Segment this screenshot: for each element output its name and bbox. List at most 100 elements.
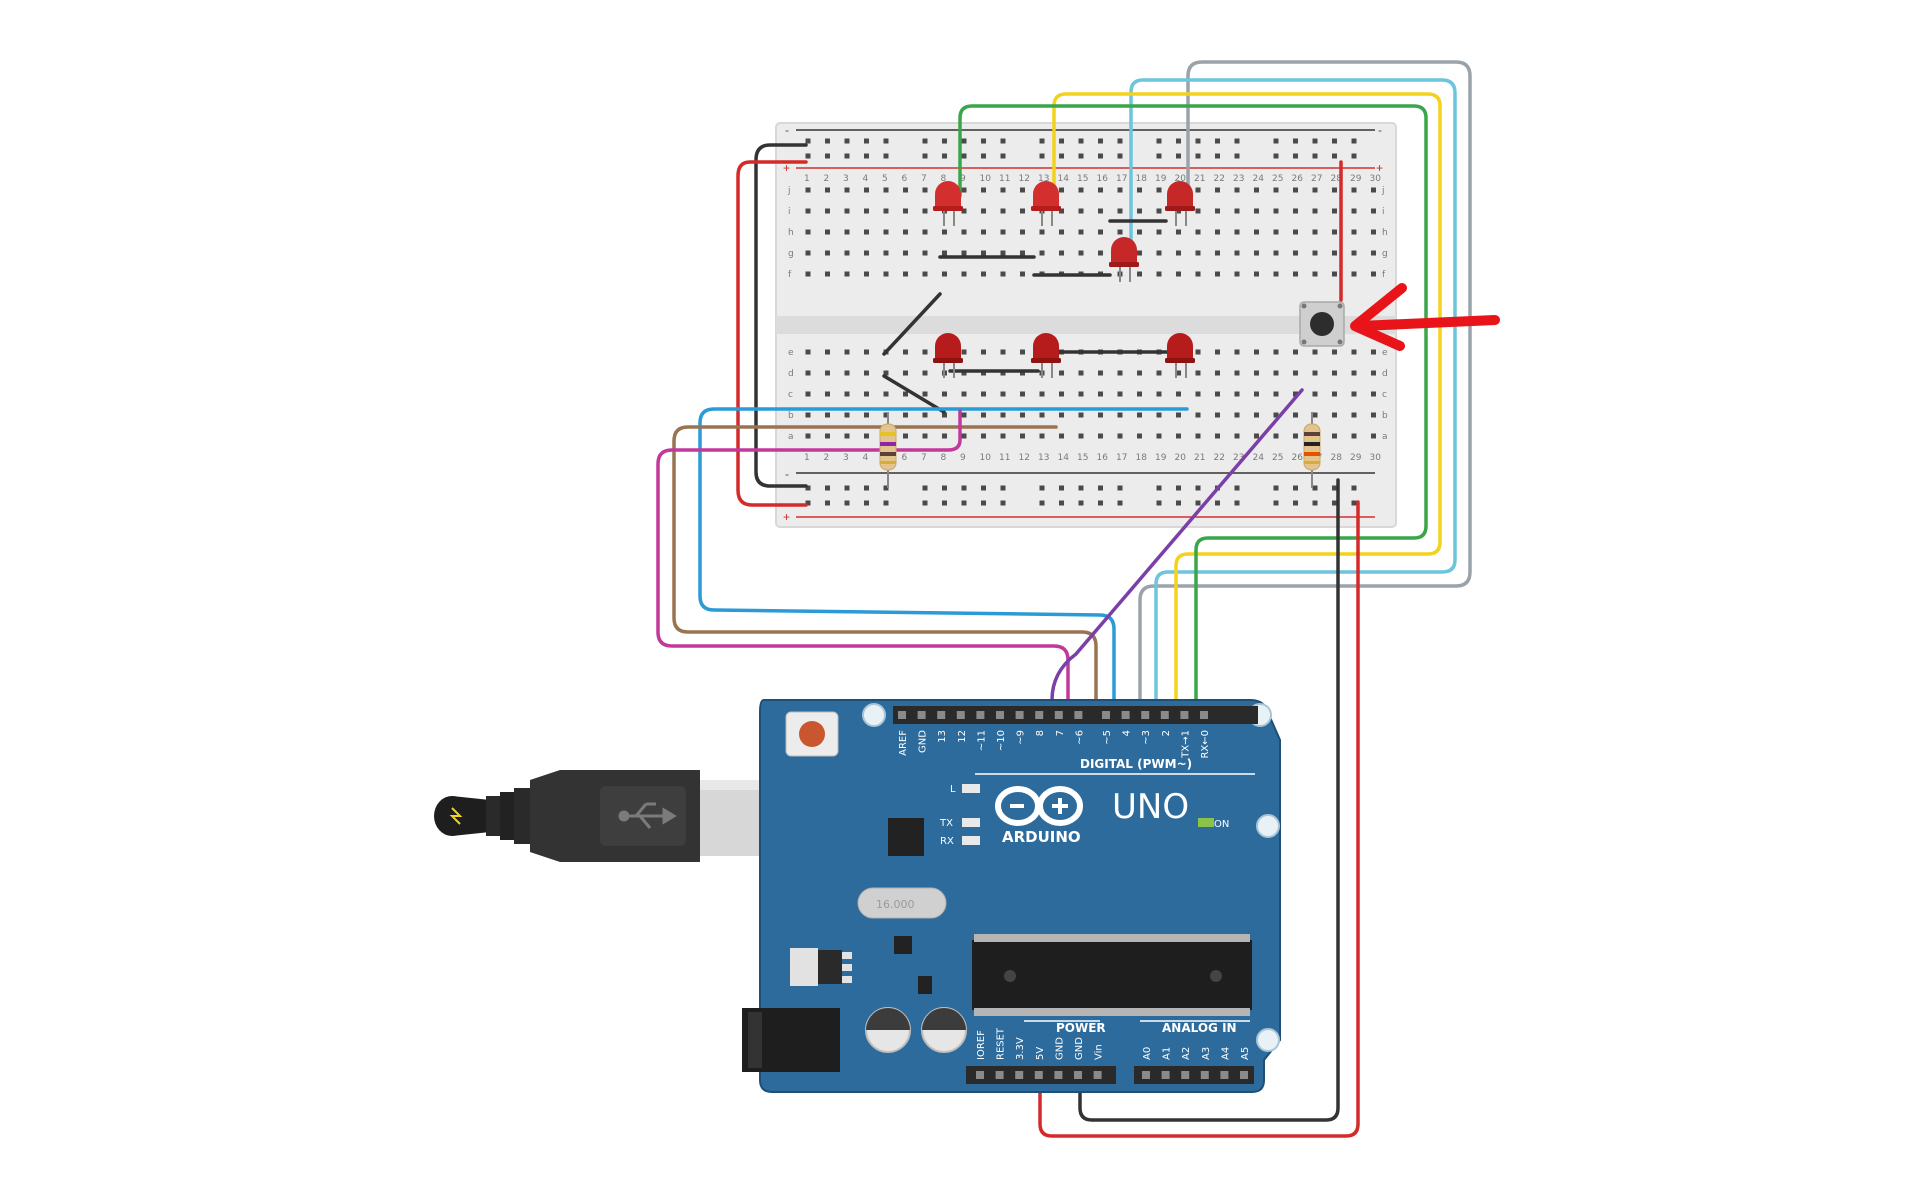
breadboard-hole[interactable] bbox=[903, 412, 908, 418]
breadboard-hole[interactable] bbox=[1371, 370, 1376, 376]
breadboard-hole[interactable] bbox=[1234, 229, 1240, 235]
breadboard-hole[interactable] bbox=[1000, 208, 1006, 214]
breadboard-hole[interactable] bbox=[961, 187, 967, 193]
rail-hole[interactable] bbox=[1117, 153, 1123, 159]
breadboard-hole[interactable] bbox=[844, 208, 850, 214]
breadboard-hole[interactable] bbox=[1215, 229, 1220, 235]
breadboard-hole[interactable] bbox=[1312, 391, 1318, 397]
breadboard-hole[interactable] bbox=[942, 391, 947, 397]
breadboard-hole[interactable] bbox=[1371, 250, 1376, 256]
rail-hole[interactable] bbox=[942, 153, 947, 159]
breadboard-hole[interactable] bbox=[1273, 433, 1279, 439]
breadboard-hole[interactable] bbox=[1312, 349, 1318, 355]
breadboard-hole[interactable] bbox=[981, 250, 986, 256]
breadboard-hole[interactable] bbox=[1117, 187, 1123, 193]
breadboard-hole[interactable] bbox=[1273, 271, 1279, 277]
breadboard-hole[interactable] bbox=[1332, 208, 1337, 214]
breadboard-hole[interactable] bbox=[1059, 250, 1064, 256]
rail-hole[interactable] bbox=[1312, 485, 1318, 491]
breadboard-hole[interactable] bbox=[1273, 370, 1279, 376]
breadboard-hole[interactable] bbox=[1156, 433, 1162, 439]
breadboard-hole[interactable] bbox=[1254, 187, 1259, 193]
digital-pin[interactable] bbox=[898, 711, 906, 719]
digital-pin[interactable] bbox=[1054, 711, 1063, 719]
breadboard-hole[interactable] bbox=[1137, 229, 1142, 235]
analog-pin[interactable] bbox=[1142, 1071, 1150, 1079]
breadboard-hole[interactable] bbox=[1371, 187, 1376, 193]
breadboard-hole[interactable] bbox=[903, 208, 908, 214]
rail-hole[interactable] bbox=[1176, 500, 1181, 506]
rail-hole[interactable] bbox=[844, 138, 850, 144]
breadboard-hole[interactable] bbox=[805, 229, 811, 235]
breadboard-hole[interactable] bbox=[1195, 208, 1201, 214]
led-7[interactable] bbox=[1165, 333, 1195, 378]
breadboard-hole[interactable] bbox=[883, 208, 889, 214]
breadboard-hole[interactable] bbox=[883, 271, 889, 277]
rail-hole[interactable] bbox=[922, 138, 928, 144]
breadboard-hole[interactable] bbox=[825, 349, 830, 355]
breadboard-hole[interactable] bbox=[1312, 187, 1318, 193]
breadboard-hole[interactable] bbox=[864, 208, 869, 214]
breadboard-hole[interactable] bbox=[864, 229, 869, 235]
rail-hole[interactable] bbox=[1098, 500, 1103, 506]
breadboard-hole[interactable] bbox=[883, 250, 889, 256]
analog-pin[interactable] bbox=[1240, 1071, 1248, 1079]
breadboard-hole[interactable] bbox=[1215, 391, 1220, 397]
breadboard-hole[interactable] bbox=[1078, 229, 1084, 235]
breadboard-hole[interactable] bbox=[883, 370, 889, 376]
rail-hole[interactable] bbox=[1078, 485, 1084, 491]
breadboard-hole[interactable] bbox=[1000, 271, 1006, 277]
breadboard-hole[interactable] bbox=[1117, 370, 1123, 376]
rail-hole[interactable] bbox=[864, 500, 869, 506]
breadboard-hole[interactable] bbox=[1156, 229, 1162, 235]
breadboard-hole[interactable] bbox=[1098, 412, 1103, 418]
breadboard-hole[interactable] bbox=[1332, 391, 1337, 397]
digital-pin[interactable] bbox=[1141, 711, 1150, 719]
breadboard-hole[interactable] bbox=[922, 208, 928, 214]
breadboard-hole[interactable] bbox=[825, 208, 830, 214]
rail-hole[interactable] bbox=[1098, 138, 1103, 144]
rail-hole[interactable] bbox=[1000, 500, 1006, 506]
digital-pin[interactable] bbox=[1121, 711, 1130, 719]
rail-hole[interactable] bbox=[1293, 153, 1298, 159]
breadboard-hole[interactable] bbox=[922, 349, 928, 355]
breadboard-hole[interactable] bbox=[1332, 187, 1337, 193]
breadboard-hole[interactable] bbox=[1351, 391, 1357, 397]
breadboard-hole[interactable] bbox=[1059, 208, 1064, 214]
digital-pin[interactable] bbox=[1015, 711, 1024, 719]
rail-hole[interactable] bbox=[981, 485, 986, 491]
breadboard-hole[interactable] bbox=[903, 349, 908, 355]
breadboard-hole[interactable] bbox=[1137, 187, 1142, 193]
rail-hole[interactable] bbox=[1156, 153, 1162, 159]
breadboard-hole[interactable] bbox=[805, 370, 811, 376]
breadboard-hole[interactable] bbox=[1215, 208, 1220, 214]
rail-hole[interactable] bbox=[1195, 500, 1201, 506]
breadboard-hole[interactable] bbox=[1137, 370, 1142, 376]
rail-hole[interactable] bbox=[1195, 153, 1201, 159]
breadboard-hole[interactable] bbox=[864, 412, 869, 418]
rail-hole[interactable] bbox=[844, 153, 850, 159]
breadboard-hole[interactable] bbox=[1312, 229, 1318, 235]
breadboard-hole[interactable] bbox=[844, 187, 850, 193]
wire-red-power[interactable] bbox=[1038, 500, 1360, 1138]
breadboard-hole[interactable] bbox=[1293, 433, 1298, 439]
breadboard-hole[interactable] bbox=[903, 391, 908, 397]
rail-hole[interactable] bbox=[1176, 138, 1181, 144]
led-1[interactable] bbox=[933, 181, 963, 226]
rail-hole[interactable] bbox=[1098, 153, 1103, 159]
rail-hole[interactable] bbox=[942, 138, 947, 144]
digital-pin[interactable] bbox=[1200, 711, 1208, 719]
breadboard-hole[interactable] bbox=[1195, 433, 1201, 439]
rail-hole[interactable] bbox=[1234, 500, 1240, 506]
breadboard-hole[interactable] bbox=[1117, 412, 1123, 418]
rail-hole[interactable] bbox=[961, 485, 967, 491]
reset-button[interactable] bbox=[785, 711, 839, 757]
breadboard-hole[interactable] bbox=[1312, 271, 1318, 277]
breadboard-hole[interactable] bbox=[1332, 433, 1337, 439]
rail-hole[interactable] bbox=[805, 138, 811, 144]
wire-blue[interactable] bbox=[698, 407, 1189, 712]
breadboard-hole[interactable] bbox=[1039, 250, 1045, 256]
rail-hole[interactable] bbox=[1000, 138, 1006, 144]
rail-hole[interactable] bbox=[922, 153, 928, 159]
breadboard-hole[interactable] bbox=[981, 208, 986, 214]
